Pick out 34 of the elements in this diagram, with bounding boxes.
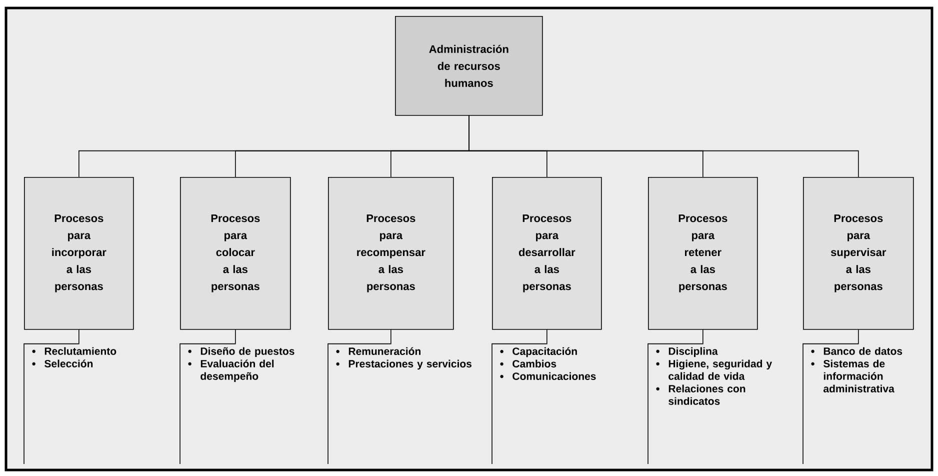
- bullet-list: [500, 347, 596, 380]
- bullet-item: Capacitación: [500, 347, 577, 358]
- connector-line: [492, 329, 548, 348]
- process-box: Procesos para desarrollar a las personas: [492, 177, 602, 330]
- bullet-list: [336, 347, 472, 370]
- process-box: Procesos para incorporar a las personas: [24, 177, 134, 330]
- bullet-item: Reclutamiento: [32, 347, 116, 355]
- process-box: Procesos para colocar a las personas: [180, 177, 291, 330]
- bullet-item: Disciplina: [656, 347, 718, 357]
- bullet-item: Relaciones con sindicatos: [656, 384, 746, 405]
- root-box: Administración de recursos humanos: [395, 16, 543, 116]
- bullet-item: Higiene, seguridad y calidad de vida: [656, 360, 772, 380]
- connector-line: [328, 329, 392, 348]
- process-box: Procesos para recompensar a las personas: [328, 177, 454, 330]
- connector-line: [648, 329, 704, 348]
- connector-line: [802, 329, 859, 348]
- bullet-item: Prestaciones y servicios: [336, 360, 472, 370]
- process-box: Procesos para supervisar a las personas: [803, 177, 914, 330]
- bullet-item: Cambios: [500, 360, 556, 368]
- bullet-list: [188, 347, 294, 382]
- bullet-item: Banco de datos: [811, 347, 902, 355]
- bullet-item: Remuneración: [336, 347, 420, 355]
- bullet-item: Diseño de puestos: [188, 347, 294, 357]
- process-box: Procesos para retener a las personas: [648, 177, 758, 330]
- bullet-list: [32, 347, 116, 368]
- bullet-item: Comunicaciones: [500, 372, 596, 380]
- connector-line: [468, 115, 859, 178]
- bullet-item: Selección: [32, 360, 93, 368]
- bullet-list: [811, 347, 902, 392]
- bullet-item: Evaluación del desempeño: [188, 360, 274, 382]
- connector-line: [24, 329, 80, 348]
- bullet-list: [656, 347, 772, 405]
- connector-line: [180, 329, 236, 348]
- bullet-item: Sistemas de información administrativa: [811, 360, 894, 392]
